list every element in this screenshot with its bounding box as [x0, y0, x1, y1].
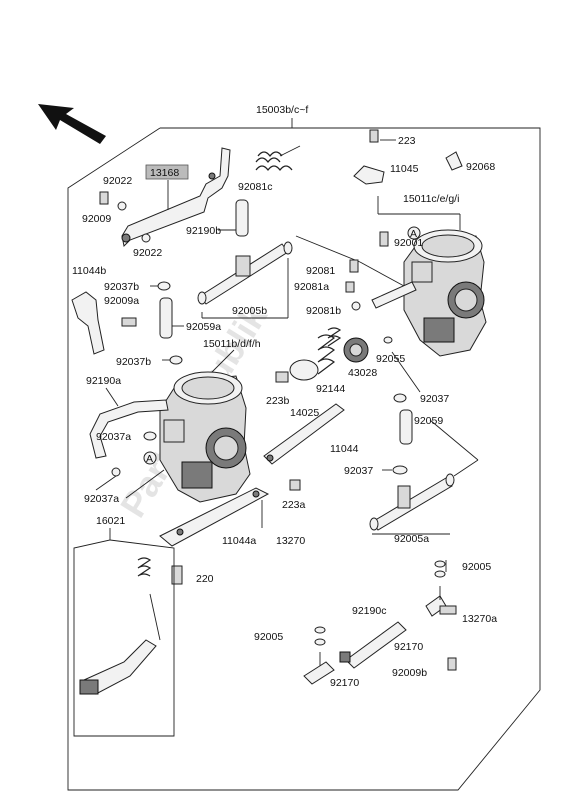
label-11044b: 11044b: [72, 265, 106, 277]
label-11044a: 11044a: [222, 535, 256, 547]
screw-220: [171, 565, 183, 585]
hose-92190c: [345, 621, 407, 669]
label-92190c: 92190c: [352, 605, 386, 617]
label-14025: 14025: [290, 407, 319, 419]
label-16021: 16021: [96, 515, 125, 527]
shaft-right: [371, 281, 417, 309]
label-92055: 92055: [376, 353, 405, 365]
front-direction-arrow-icon: [38, 104, 106, 144]
label-92059: 92059: [414, 415, 443, 427]
screw-223a: [289, 479, 301, 491]
label-92190b: 92190b: [186, 225, 221, 237]
label-92037a: 92037a: [84, 493, 119, 505]
assembly-frame: [67, 127, 541, 791]
label-11045: 11045: [390, 163, 419, 175]
label-marker-a-right: A: [410, 228, 417, 240]
marker-a-right: [407, 226, 421, 240]
screw-92009: [99, 191, 109, 205]
label-92037a-top: 92037a: [96, 431, 131, 443]
label-223b: 223b: [266, 395, 290, 407]
label-92081b: 92081b: [306, 305, 341, 317]
label-92170-low: 92170: [330, 677, 359, 689]
carburetor-left: [159, 371, 251, 503]
washer-92022: [117, 201, 127, 211]
fuel-pipe-92005b: [197, 241, 293, 305]
label-13270a: 13270a: [462, 613, 497, 625]
label-13168: 13168: [150, 167, 179, 179]
label-15011c: 15011c/e/g/i: [403, 193, 459, 205]
label-92022-b: 92022: [133, 247, 162, 259]
spring-92081c: [255, 145, 301, 171]
screw-92009b: [447, 657, 457, 671]
cap-92068: [445, 151, 463, 171]
screw-223b: [275, 371, 289, 383]
hose-92059: [399, 409, 413, 445]
label-92005b: 92005b: [232, 305, 267, 317]
label-92037b-top: 92037b: [104, 281, 139, 293]
label-92037b: 92037b: [116, 356, 151, 368]
label-92068: 92068: [466, 161, 495, 173]
label-92170-right: 92170: [394, 641, 423, 653]
label-assy: 15003b/c~f: [256, 104, 308, 116]
label-92081a: 92081a: [294, 281, 329, 293]
label-92081: 92081: [306, 265, 335, 277]
spring-92144: [317, 334, 336, 375]
label-92005-low: 92005: [254, 631, 283, 643]
plate-11045: [353, 165, 385, 185]
label-13270: 13270: [276, 535, 305, 547]
throttle-bracket: [121, 147, 231, 248]
label-92081c: 92081c: [238, 181, 272, 193]
hose-92059a: [159, 297, 173, 339]
label-220: 220: [196, 573, 214, 585]
label-92037-right: 92037: [420, 393, 449, 405]
sleeve-92190b: [235, 199, 249, 237]
screw-92001: [379, 231, 389, 247]
label-92144: 92144: [316, 383, 345, 395]
label-223: 223: [398, 135, 416, 147]
bracket-11044b: [71, 291, 105, 355]
hose-92190a: [89, 399, 169, 459]
label-92190a: 92190a: [86, 375, 121, 387]
label-92009a: 92009a: [104, 295, 139, 307]
label-92001: 92001: [394, 237, 423, 249]
label-223a: 223a: [282, 499, 306, 511]
highlight-13168: [145, 164, 189, 180]
label-92009b: 92009b: [392, 667, 427, 679]
carburetor-right: [403, 229, 487, 357]
label-92022-a: 92022: [103, 175, 132, 187]
label-15011b: 15011b/d/f/h: [203, 338, 261, 350]
choke-cable-16021: [79, 557, 161, 695]
t-fitting-92170-low: [303, 661, 335, 685]
fuel-pipe-92005a: [369, 473, 455, 531]
label-92037-mid: 92037: [344, 465, 373, 477]
label-92009: 92009: [82, 213, 111, 225]
cover-14025: [289, 359, 319, 381]
marker-a-left: [143, 451, 157, 465]
plate-13270: [159, 487, 270, 547]
screw-92009a: [121, 317, 137, 327]
label-43028: 43028: [348, 367, 377, 379]
label-92005-right: 92005: [462, 561, 491, 573]
label-92059a: 92059a: [186, 321, 221, 333]
screw-223: [369, 129, 379, 143]
label-92005a: 92005a: [394, 533, 429, 545]
label-marker-a-left: A: [146, 453, 153, 465]
label-11044: 11044: [330, 443, 359, 455]
